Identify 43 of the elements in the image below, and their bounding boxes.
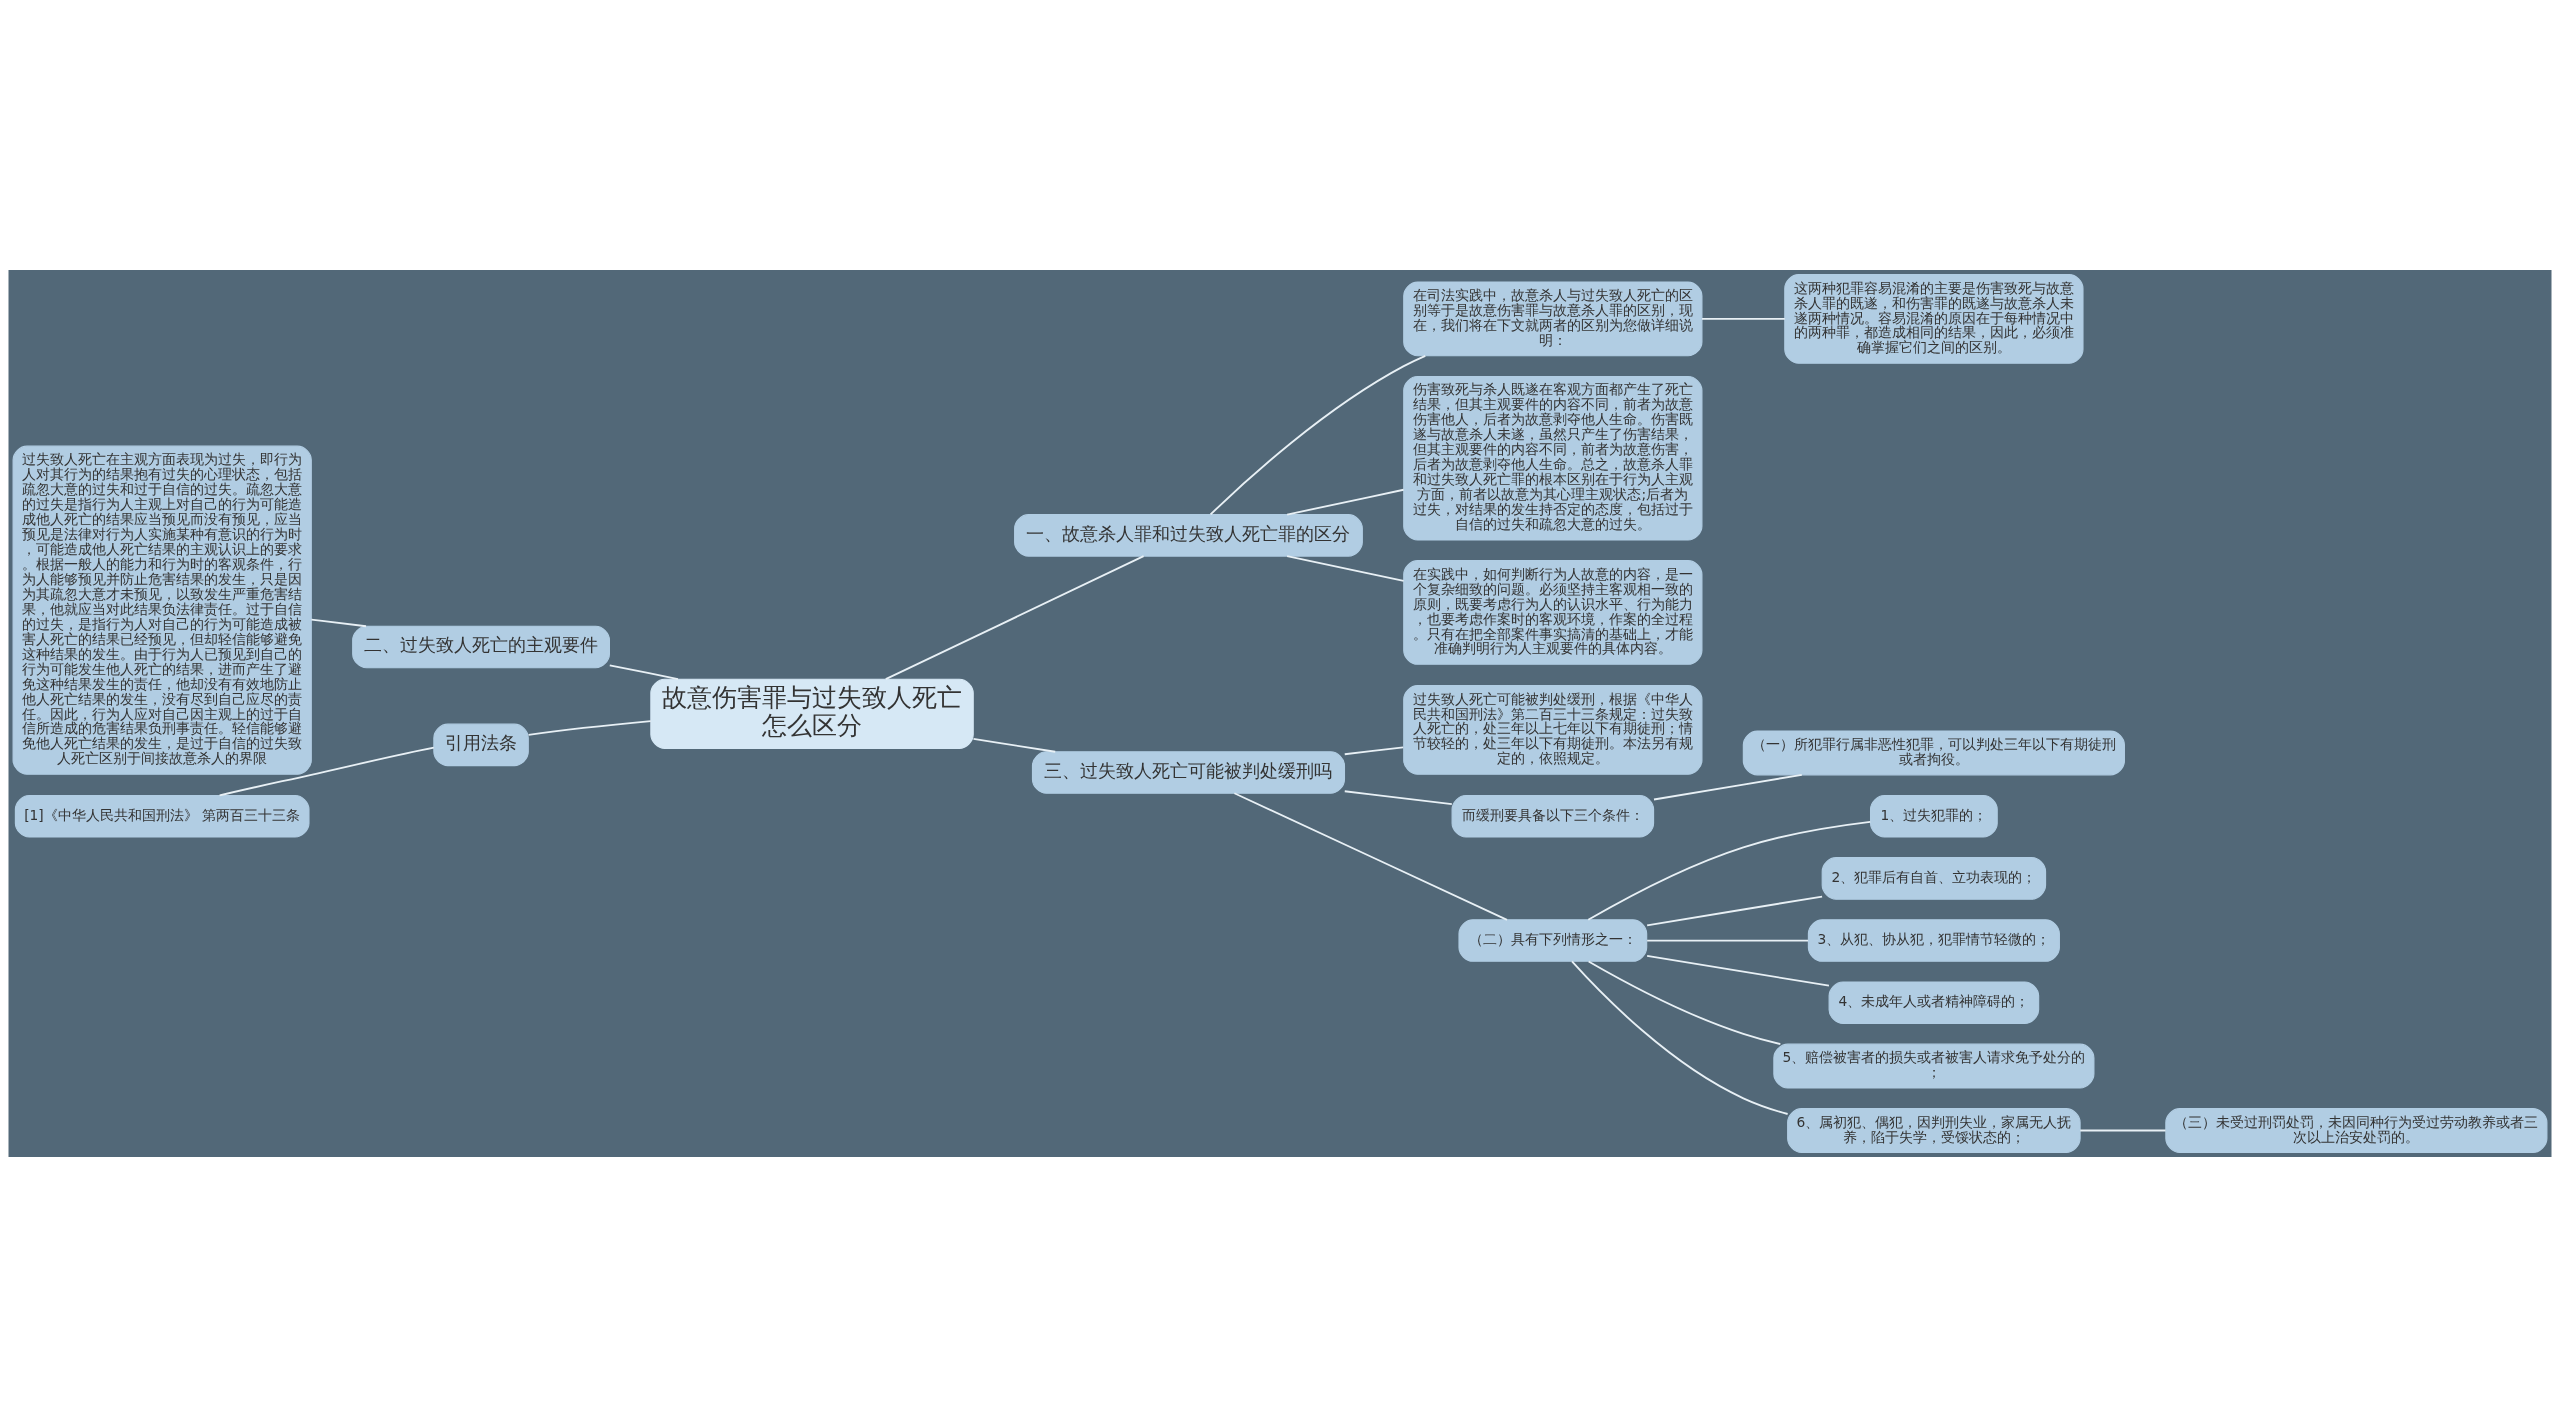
- node-box: 5、赔偿被害者的损失或者被害人请求免予处分的；: [1773, 1043, 2095, 1088]
- node-box: 6、属初犯、偶犯，因判刑失业，家属无人抚养，陷于失学，受馁状态的；: [1787, 1107, 2081, 1153]
- node-box: 在实践中，如何判断行为人故意的内容，是一个复杂细致的问题。必须坚持主客观相一致的原则，既要考虑行为人的认识水平、行为能力，也要考虑作案时的客观环境，作案的全过程。只有在把全部案件事实搞清的基础上，才能准确判明行为人主观要件的具体内容。: [1403, 559, 1703, 665]
- connector: [1209, 354, 1427, 515]
- connector: [1653, 773, 1803, 800]
- node-box: 在司法实践中，故意杀人与过失致人死亡的区别等于是故意伤害罪与故意杀人罪的区别，现在，我们将在下文就两者的区别为您做详细说明：: [1403, 281, 1703, 356]
- node-box: 伤害致死与杀人既遂在客观方面都产生了死亡结果，但其主观要件的内容不同，前者为故意伤害他人，后者为故意剥夺他人生命。伤害既遂与故意杀人未遂，虽然只产生了伤害结果，但其主观要件的内容不同，前者为故意伤害，后者为故意剥夺他人生命。总之，故意杀人罪和过失致人死亡罪的根本区别在于行为人主观方面，前者以故意为其心理主观状态;后者为过失，对结果的发生持否定的态度，包括过于自信的过失和疏忽大意的过失。: [1403, 375, 1703, 541]
- node-box: （一）所犯罪行属非恶性犯罪，可以判处三年以下有期徒刑或者拘役。: [1742, 730, 2125, 775]
- connector: [1571, 960, 1789, 1115]
- connector: [608, 663, 679, 680]
- connector: [2079, 1129, 2167, 1131]
- node-box: 4、未成年人或者精神障碍的；: [1828, 980, 2040, 1024]
- node-box: 故意伤害罪与过失致人死亡怎么区分: [650, 678, 974, 749]
- node-box: （二）具有下列情形之一：: [1458, 918, 1648, 962]
- node-box: 1、过失犯罪的；: [1870, 794, 1998, 838]
- connector: [1646, 895, 1823, 926]
- node-box: 3、从犯、协从犯，犯罪情节轻微的；: [1807, 918, 2060, 962]
- connector: [218, 746, 435, 796]
- connector: [1233, 791, 1508, 921]
- connector: [1646, 954, 1830, 987]
- node-box: 而缓刑要具备以下三个条件：: [1451, 794, 1655, 838]
- connector: [1343, 745, 1405, 755]
- node-box: [1]《中华人民共和国刑法》 第两百三十三条: [14, 794, 310, 838]
- connector: [1286, 554, 1405, 582]
- node-box: 这两种犯罪容易混淆的主要是伤害致死与故意杀人罪的既遂，和伤害罪的既遂与故意杀人未遂两种情况。容易混淆的原因在于每种情况中的两种罪，都造成相同的结果，因此，必须准确掌握它们之间的区别。: [1784, 273, 2084, 364]
- node-box: 过失致人死亡在主观方面表现为过失，即行为人对其行为的结果抱有过失的心理状态，包括疏忽大意的过失和过于自信的过失。疏忽大意的过失是指行为人主观上对自己的行为可能造成他人死亡的结果应当预见而没有预见，应当预见是法律对行为人实施某种有意识的行为时，可能造成他人死亡结果的主观认识上的要求。根据一般人的能力和行为时的客观条件，行为人能够预见并防止危害结果的发生，只是因为其疏忽大意才未预见，以致发生严重危害结果，他就应当对此结果负法律责任。过于自信的过失，是指行为人对自己的行为可能造成被害人死亡的结果已经预见，但却轻信能够避免这种结果的发生。由于行为人已预见到自己的行为可能发生他人死亡的结果，进而产生了避免这种结果发生的责任，他却没有有效地防止他人死亡结果的发生，没有尽到自己应尽的责任。因此，行为人应对自己因主观上的过于自信所造成的危害结果负刑事责任。轻信能够避免他人死亡结果的发生，是过于自信的过失致人死亡区别于间接故意杀人的界限: [12, 445, 312, 775]
- connector: [310, 618, 367, 627]
- node-box: 过失致人死亡可能被判处缓刑，根据《中华人民共和国刑法》第二百三十三条规定：过失致人死亡的，处三年以上七年以下有期徒刑；情节较轻的，处三年以下有期徒刑。本法另有规定的，依照规定。: [1403, 684, 1703, 775]
- connector: [1701, 317, 1786, 320]
- connector: [1646, 939, 1809, 941]
- connector: [1343, 789, 1453, 805]
- node-box: （三）未受过刑罚处罚，未因同种行为受过劳动教养或者三次以上治安处罚的。: [2165, 1107, 2548, 1153]
- connector: [527, 719, 652, 736]
- node-box: 一、故意杀人罪和过失致人死亡罪的区分: [1014, 513, 1363, 557]
- node-box: 引用法条: [433, 723, 529, 766]
- node-box: 三、过失致人死亡可能被判处缓刑吗: [1031, 750, 1346, 794]
- connector: [972, 737, 1057, 753]
- connector: [1587, 820, 1872, 921]
- node-box: 二、过失致人死亡的主观要件: [352, 625, 610, 668]
- connector: [884, 554, 1145, 680]
- node-box: 2、犯罪后有自首、立功表现的；: [1821, 856, 2047, 900]
- connector: [1587, 960, 1782, 1045]
- connector: [1286, 488, 1405, 515]
